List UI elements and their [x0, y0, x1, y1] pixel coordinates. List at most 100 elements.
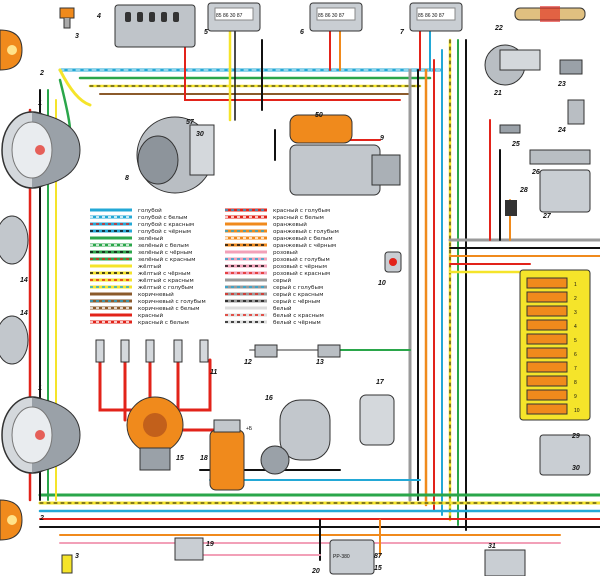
- relay-27: [539, 169, 591, 213]
- callout-7: 7: [400, 29, 405, 36]
- legend-entry: розовый: [225, 249, 298, 256]
- side-lamp-bottom: [0, 499, 23, 541]
- callout-10: 10: [378, 280, 386, 287]
- fuse: [526, 333, 568, 345]
- legend-entry: жёлтый: [90, 263, 162, 270]
- callout-13: 13: [316, 359, 324, 366]
- legend-entry: коричневый с голубым: [90, 298, 206, 305]
- callout-8: 8: [125, 175, 129, 182]
- legend-label: коричневый: [138, 291, 174, 298]
- relay-5: 85 86 30 87: [207, 2, 261, 32]
- switch-17: [359, 394, 395, 446]
- legend-label: коричневый с голубым: [138, 298, 206, 305]
- legend-label: розовый с чёрным: [273, 263, 327, 270]
- callout-50: 50: [315, 112, 323, 119]
- callout-15: 15: [176, 455, 184, 462]
- legend-entry: розовый с чёрным: [225, 263, 327, 270]
- fuse: [526, 361, 568, 373]
- fuse: [526, 403, 568, 415]
- headlight-top: [1, 111, 81, 189]
- ignition-coil-26: [529, 149, 591, 165]
- svg-text:85 86 30 87: 85 86 30 87: [216, 13, 243, 19]
- callout-25: 25: [511, 141, 520, 148]
- sensor-13: [317, 344, 341, 358]
- callout-2b: 2: [39, 515, 44, 522]
- svg-text:85 86 30 87: 85 86 30 87: [318, 13, 345, 19]
- callout-19: 19: [206, 541, 214, 548]
- legend-label: зелёный с белым: [138, 242, 189, 249]
- legend-label: оранжевый с голубым: [273, 228, 339, 235]
- legend-label: коричневый с белым: [138, 305, 199, 312]
- legend-entry: оранжевый: [225, 221, 307, 228]
- legend-entry: красный с белым: [90, 319, 189, 326]
- legend-entry: жёлтый с голубым: [90, 284, 193, 291]
- switch-31: [484, 549, 526, 576]
- speaker-14-bottom: [0, 315, 29, 365]
- fuse: [526, 347, 568, 359]
- callout-14: 14: [20, 277, 28, 284]
- fuse: [526, 389, 568, 401]
- legend-entry: серый с чёрным: [225, 298, 320, 305]
- side-lamp-top: [0, 29, 23, 71]
- fuse-number: 3: [574, 310, 577, 316]
- relay-6: 85 86 30 87: [309, 2, 363, 32]
- fuse-number: 8: [574, 380, 577, 386]
- svg-text:РР-380: РР-380: [333, 554, 350, 560]
- legend-label: красный: [138, 312, 164, 319]
- legend-entry: белый с красным: [225, 312, 324, 319]
- fuse: [526, 305, 568, 317]
- legend-entry: голубой с красным: [90, 221, 194, 228]
- callout-2: 2: [39, 70, 44, 77]
- callout-57: 57: [186, 119, 195, 126]
- fuse: [526, 319, 568, 331]
- coil-plus-label: +Б: [246, 426, 253, 432]
- wiper-motor: [260, 399, 331, 475]
- callout-16: 16: [265, 395, 273, 402]
- fuse: [526, 277, 568, 289]
- legend-entry: голубой с белым: [90, 214, 188, 221]
- legend-label: белый с красным: [273, 312, 324, 319]
- callout-27: 27: [542, 213, 552, 220]
- spark-plugs: [95, 339, 209, 363]
- wiper-motor-top: [484, 44, 541, 86]
- fuse-number: 9: [574, 394, 577, 400]
- legend-label: белый с чёрным: [273, 319, 321, 326]
- callout-4: 4: [96, 13, 101, 20]
- legend-entry: коричневый с белым: [90, 305, 199, 312]
- callout-17: 17: [376, 379, 385, 386]
- legend-label: розовый с красным: [273, 270, 330, 277]
- legend-label: голубой с чёрным: [138, 228, 191, 235]
- fuse-number: 6: [574, 352, 577, 358]
- sensor-12: [254, 344, 278, 358]
- legend-label: голубой с белым: [138, 214, 188, 221]
- legend-label: жёлтый: [138, 263, 162, 270]
- callout-9: 9: [380, 135, 384, 142]
- callout-87: 87: [374, 553, 383, 560]
- fuse-number: 1: [574, 282, 577, 288]
- fuse: [526, 375, 568, 387]
- callout-11: 11: [210, 369, 217, 376]
- fuse: [526, 291, 568, 303]
- legend-entry: розовый с голубым: [225, 256, 330, 263]
- callout-14b: 14: [20, 310, 28, 317]
- ignition-coil: [209, 419, 245, 491]
- fuse-number: 5: [574, 338, 577, 344]
- legend-label: серый с голубым: [273, 284, 323, 291]
- fuse-number: 7: [574, 366, 577, 372]
- lamp-10: [384, 251, 402, 273]
- legend-entry: серый: [225, 277, 291, 284]
- legend-label: голубой с красным: [138, 221, 194, 228]
- headlight-bottom: [1, 396, 81, 474]
- legend-entry: оранжевый с белым: [225, 235, 333, 242]
- legend-label: жёлтый с чёрным: [138, 270, 191, 277]
- legend-entry: голубой: [90, 207, 162, 214]
- legend-entry: голубой с чёрным: [90, 228, 191, 235]
- callout-24: 24: [557, 127, 566, 134]
- legend-label: зелёный: [138, 235, 164, 242]
- voltage-regulator: РР-380: [329, 539, 375, 575]
- legend-entry: белый: [225, 305, 292, 312]
- legend-entry: зелёный с красным: [90, 256, 196, 263]
- legend-label: белый: [273, 305, 292, 312]
- legend-entry: коричневый: [90, 291, 174, 298]
